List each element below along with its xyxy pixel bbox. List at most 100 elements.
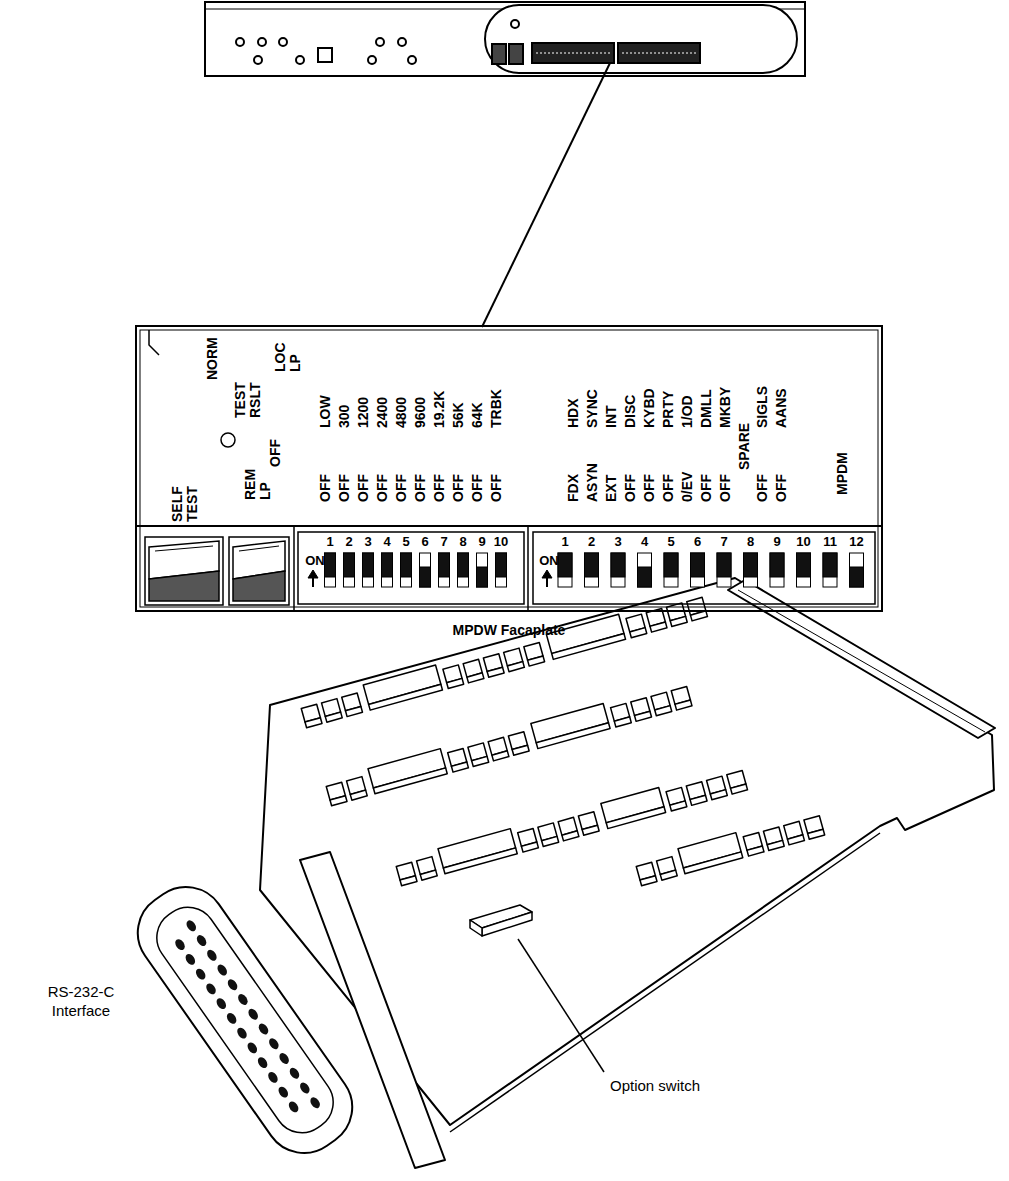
module-top-view-part	[618, 43, 700, 63]
switch-label: FDX	[566, 474, 581, 502]
switch-label: EXT	[604, 475, 619, 502]
dip-switch-part-part	[401, 553, 412, 587]
chip-row-part	[660, 870, 677, 880]
dip-switch-part-part	[611, 553, 625, 587]
switch-label: DISC	[623, 395, 638, 428]
db25-connector-part-part	[257, 1022, 270, 1036]
rocker-switch-part	[233, 571, 285, 601]
switch-number: 1	[326, 535, 333, 549]
switch-number: 2	[588, 535, 595, 549]
switch-label: OFF	[642, 474, 657, 502]
switch-label: OFF	[661, 474, 676, 502]
db25-connector-part-part	[195, 933, 208, 947]
circuit-board	[122, 578, 995, 1169]
db25-connector-part-part	[256, 1055, 269, 1069]
chip-row-part	[650, 622, 667, 632]
switch-label: 0/EV	[680, 472, 695, 502]
dip-switch-part-part	[770, 553, 784, 577]
switch-label: OFF	[470, 474, 485, 502]
chip-row-part	[635, 711, 652, 721]
chip-row-part	[492, 751, 509, 761]
chip-row	[325, 681, 692, 806]
chip-row-part	[472, 756, 489, 766]
dip-switch-part	[308, 570, 318, 578]
module-top-view-part	[408, 56, 416, 64]
db25-connector-part-part	[267, 1037, 280, 1051]
dip-switch-part-part	[850, 567, 864, 587]
dip-switch-part-part	[439, 553, 450, 577]
switch-label: 56K	[451, 402, 466, 428]
switch-label: DMLL	[699, 389, 714, 428]
switch-number: 3	[364, 535, 371, 549]
switch-label: 9600	[413, 397, 428, 428]
faceplate-frame-part	[149, 330, 159, 355]
chip-row-part	[582, 825, 599, 835]
switch-label: OFF	[337, 474, 352, 502]
module-top-view-part	[532, 43, 614, 63]
module-top-view-part	[296, 56, 304, 64]
circuit-board-part	[450, 833, 880, 1132]
chip-row-part	[670, 801, 687, 811]
connector-label: RS-232-C Interface	[25, 982, 137, 1020]
switch-label: HDX	[566, 398, 581, 428]
switch-number: 4	[383, 535, 390, 549]
chip-row-part	[670, 616, 687, 626]
chip-row-part	[507, 662, 524, 672]
chip-row-part	[731, 784, 748, 794]
switch-label: SELF TEST	[170, 486, 200, 522]
module-top-view-part	[318, 48, 332, 62]
switch-number: 1	[561, 535, 568, 549]
chip-row-part	[630, 628, 647, 638]
dip-switch-part-part	[770, 553, 784, 587]
module-top-view-part	[376, 38, 384, 46]
dip-switch-part-part	[850, 553, 864, 587]
switch-label: OFF	[375, 474, 390, 502]
switch-label: 1/OD	[680, 395, 695, 428]
chip-row-part	[521, 842, 538, 852]
db25-connector-part-part	[298, 1081, 311, 1095]
switch-label: 19.2K	[432, 391, 447, 428]
dip-switch-part-part	[638, 553, 652, 587]
chip-row-part	[690, 611, 707, 621]
chip-row-part	[683, 852, 742, 874]
switch-number: 7	[720, 535, 727, 549]
module-top-view-part	[398, 38, 406, 46]
switch-label: MPDM	[835, 452, 850, 495]
db25-connector-part-part	[215, 996, 228, 1010]
db25-connector-part	[146, 896, 344, 1143]
switch-number: 2	[345, 535, 352, 549]
db25-connector-part	[168, 919, 322, 1122]
faceplate-frame	[135, 330, 883, 612]
module-top-view-part	[511, 20, 519, 28]
dip-switch-part-part	[382, 553, 393, 577]
chip-row-part	[420, 870, 437, 880]
chip-row-part	[467, 673, 484, 683]
dip-switch-part	[533, 532, 875, 604]
module-top-view-part	[236, 38, 244, 46]
db25-connector-part-part	[184, 952, 197, 966]
chip-row-part	[373, 768, 447, 794]
module-top-view-part	[509, 44, 523, 64]
caption: MPDW Facaplate	[137, 622, 881, 639]
switch-number: 8	[747, 535, 754, 549]
switch-number: 4	[641, 535, 648, 549]
switch-label: OFF	[356, 474, 371, 502]
db25-connector-part-part	[204, 982, 217, 996]
dip-switch-part-part	[458, 553, 469, 587]
dip-switch-part-part	[382, 553, 393, 587]
dip-switch-part-part	[496, 553, 507, 577]
db25-connector-part-part	[216, 963, 229, 977]
db25-connector-part-part	[266, 1070, 279, 1084]
dip-switch	[298, 532, 524, 604]
faceplate-frame-part	[221, 433, 235, 447]
db25-connector-part-part	[277, 1085, 290, 1099]
db25-connector-part	[122, 871, 368, 1168]
chip-row-part	[345, 707, 362, 717]
dip-switch-part-part	[691, 553, 705, 587]
chip-row-part	[451, 762, 468, 772]
db25-connector-part-part	[246, 1007, 259, 1021]
db25-connector-part-part	[287, 1100, 300, 1114]
switch-number: 6	[421, 535, 428, 549]
chip-row	[635, 810, 825, 886]
chip-row-part	[542, 836, 559, 846]
